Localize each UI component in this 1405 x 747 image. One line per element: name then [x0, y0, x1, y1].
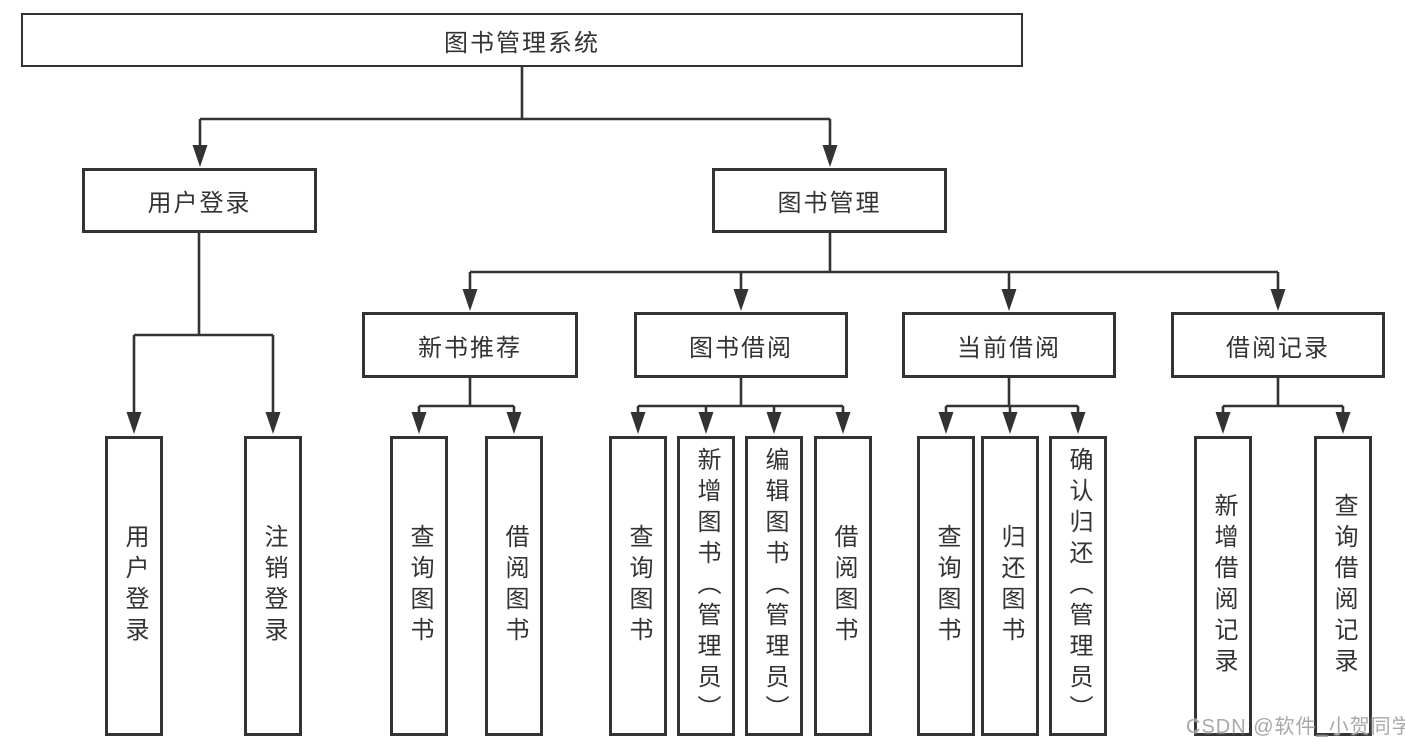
arrowhead-icon [822, 145, 838, 167]
node-logout-label: 注销登录 [260, 524, 287, 648]
arrowhead-icon [835, 412, 851, 434]
node-add-books-admin-label: 新增图书（管理员） [693, 446, 720, 726]
node-user-login-leaf-label: 用户登录 [121, 524, 148, 648]
connector-line [1221, 378, 1345, 429]
arrowhead-icon [411, 412, 427, 434]
node-root: 图书管理系统 [21, 13, 1023, 67]
node-book-borrow: 图书借阅 [634, 312, 848, 378]
node-borrow-records-label: 借阅记录 [1226, 334, 1330, 362]
node-return-books-label: 归还图书 [997, 524, 1024, 648]
node-add-borrow-record-label: 新增借阅记录 [1210, 493, 1237, 679]
node-book-borrow-label: 图书借阅 [689, 334, 793, 362]
arrowhead-icon [1215, 412, 1231, 434]
arrowhead-icon [1002, 412, 1018, 434]
connector-line [132, 233, 275, 429]
node-book-management-label: 图书管理 [777, 190, 882, 217]
node-book-management: 图书管理 [712, 168, 947, 233]
node-query-books-borrow: 查询图书 [609, 436, 667, 736]
arrowhead-icon [1001, 289, 1017, 311]
arrowhead-icon [506, 412, 522, 434]
node-add-books-admin: 新增图书（管理员） [677, 436, 735, 736]
arrowhead-icon [698, 412, 714, 434]
arrowhead-icon [766, 412, 782, 434]
node-confirm-return-admin-label: 确认归还（管理员） [1065, 446, 1092, 726]
node-borrow-records: 借阅记录 [1171, 312, 1385, 378]
node-confirm-return-admin: 确认归还（管理员） [1049, 436, 1107, 736]
arrowhead-icon [265, 412, 281, 434]
node-root-label: 图书管理系统 [444, 29, 600, 57]
node-new-book-recommend: 新书推荐 [362, 312, 578, 378]
connector-line [417, 378, 516, 429]
node-query-books-current: 查询图书 [917, 436, 975, 736]
node-edit-books-admin: 编辑图书（管理员） [745, 436, 803, 736]
node-add-borrow-record: 新增借阅记录 [1194, 436, 1252, 736]
node-borrow-books-recommend: 借阅图书 [485, 436, 543, 736]
node-return-books: 归还图书 [981, 436, 1039, 736]
node-query-books-borrow-label: 查询图书 [625, 524, 652, 648]
watermark: CSDN @软件_小贺同学 [1186, 716, 1405, 738]
node-query-books-recommend: 查询图书 [390, 436, 448, 736]
arrowhead-icon [192, 145, 208, 167]
connector-line [198, 67, 832, 162]
node-current-borrow: 当前借阅 [902, 312, 1116, 378]
arrowhead-icon [733, 289, 749, 311]
node-query-books-current-label: 查询图书 [933, 524, 960, 648]
node-query-borrow-record-label: 查询借阅记录 [1330, 493, 1357, 679]
arrowhead-icon [1335, 412, 1351, 434]
node-borrow-books-leaf: 借阅图书 [814, 436, 872, 736]
node-borrow-books-recommend-label: 借阅图书 [501, 524, 528, 648]
arrowhead-icon [630, 412, 646, 434]
connector-line [944, 378, 1080, 429]
node-new-book-recommend-label: 新书推荐 [418, 334, 522, 362]
arrowhead-icon [126, 412, 142, 434]
arrowhead-icon [1070, 412, 1086, 434]
node-borrow-books-leaf-label: 借阅图书 [830, 524, 857, 648]
node-user-login: 用户登录 [82, 168, 317, 233]
node-query-books-recommend-label: 查询图书 [406, 524, 433, 648]
node-current-borrow-label: 当前借阅 [957, 334, 1061, 362]
arrowhead-icon [462, 289, 478, 311]
node-edit-books-admin-label: 编辑图书（管理员） [761, 446, 788, 726]
node-user-login-leaf: 用户登录 [105, 436, 163, 736]
connector-line [636, 378, 845, 429]
connector-line [468, 233, 1280, 306]
arrowhead-icon [1270, 289, 1286, 311]
node-user-login-label: 用户登录 [147, 190, 252, 217]
node-query-borrow-record: 查询借阅记录 [1314, 436, 1372, 736]
arrowhead-icon [938, 412, 954, 434]
node-logout: 注销登录 [244, 436, 302, 736]
